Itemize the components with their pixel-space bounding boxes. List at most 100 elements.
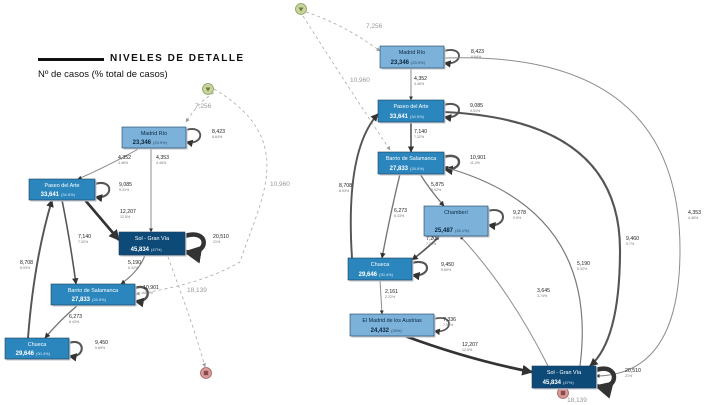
edge-count-label: 12,207 (120, 209, 136, 215)
node-percent: (30.4%) (36, 351, 51, 356)
node-paseo-del-arte[interactable]: Paseo del Arte 33,641(34.5%) (377, 99, 446, 124)
edge-count-label: 9,085 (470, 103, 483, 109)
edge-count-label: 7,256 (366, 23, 383, 30)
node-box[interactable] (118, 231, 186, 256)
edge-count-label: 3,645 (537, 288, 550, 294)
node-name: Paseo del Arte (393, 104, 428, 110)
node-percent: (26.1%) (455, 228, 470, 233)
edge-percent-label: 7.32% (78, 240, 89, 244)
edge-percent-label: 5.32% (128, 266, 139, 270)
node-box[interactable] (121, 126, 187, 149)
start-icon (298, 7, 304, 12)
node-count: 27,833 (390, 166, 409, 172)
legend-subtitle: Nº de casos (% total de casos) (38, 69, 168, 80)
node-box[interactable] (377, 99, 445, 123)
edge-count-label: 8,423 (471, 49, 484, 55)
node-percent: (25%) (391, 328, 402, 333)
start-icon (205, 87, 211, 92)
edge-start-to-barrio-de-salamanca (302, 15, 391, 151)
node-count: 33,641 (390, 114, 409, 120)
edge-percent-label: 12.5% (120, 215, 131, 219)
edge-count-label: 5,190 (128, 260, 141, 266)
edge-madrid-rio-to-paseo-del-arte (77, 147, 141, 180)
node-percent: (34.5%) (410, 114, 425, 119)
edge-percent-label: 3.74% (537, 294, 548, 298)
node-name: Barrio de Salamanca (68, 288, 118, 294)
node-box[interactable] (531, 365, 597, 389)
edge-chueca-to-paseo-del-arte (27, 199, 54, 339)
edge-el-madrid-de-los-austrias-to-sol-gran-via (404, 334, 534, 376)
edge-percent-label: 21% (213, 240, 221, 244)
edge-percent-label: 2.22% (385, 295, 396, 299)
edge-count-label: 6,273 (394, 208, 407, 214)
node-box[interactable] (28, 178, 96, 201)
edge-count-label: 10,901 (470, 155, 486, 161)
node-box[interactable] (347, 257, 413, 281)
node-name: Sol - Gran Vía (547, 370, 581, 376)
node-percent: (28.5%) (410, 166, 425, 171)
edge-percent-label: 11.2% (143, 291, 154, 295)
node-count: 33,641 (41, 192, 60, 198)
edge-start-to-madrid-rio (305, 11, 381, 52)
edge-madrid-rio-to-madrid-rio (443, 48, 460, 68)
node-name: Madrid Río (399, 50, 425, 56)
node-count: 24,432 (371, 328, 390, 334)
edge-percent-label: 6.43% (394, 214, 405, 218)
edge-barrio-de-salamanca-to-barrio-de-salamanca (134, 285, 149, 308)
edge-paseo-del-arte-to-sol-gran-via (83, 199, 121, 241)
edge-percent-label: 4.46% (688, 216, 699, 220)
edge-count-label: 5,875 (431, 182, 444, 188)
edge-count-label: 9,450 (441, 262, 454, 268)
edge-percent-label: 9.31% (119, 188, 130, 192)
edge-percent-label: 7.39% (426, 242, 437, 246)
edge-percent-label: 4.46% (118, 161, 129, 165)
node-box[interactable] (379, 45, 445, 69)
edge-count-label: 20,510 (625, 368, 641, 374)
edge-count-label: 12,207 (462, 342, 478, 348)
node-box[interactable] (423, 205, 489, 237)
edge-count-label: 8,708 (20, 260, 33, 266)
edge-chueca-to-chueca (411, 260, 429, 281)
legend-title: NIVELES DE DETALLE (110, 53, 245, 64)
node-box[interactable] (349, 313, 435, 337)
node-count: 29,646 (16, 351, 35, 357)
edge-percent-label: 8.64% (471, 55, 482, 59)
edge-count-label: 8,708 (339, 183, 352, 189)
edge-count-label: 10,960 (270, 181, 290, 188)
edge-sol-gran-via-to-end (167, 256, 206, 368)
edge-count-label: 4,353 (688, 210, 701, 216)
node-count: 45,834 (131, 247, 150, 253)
edge-madrid-rio-to-sol-gran-via (443, 57, 681, 378)
node-name: Chamberí (444, 210, 468, 216)
edge-percent-label: 9.69% (95, 346, 106, 350)
node-name: Sol - Gran Vía (135, 236, 169, 242)
edge-percent-label: 12.5% (462, 348, 473, 352)
edge-percent-label: 8.93% (339, 189, 350, 193)
edge-chamberi-to-chueca (411, 235, 441, 261)
edge-percent-label: 9.31% (470, 109, 481, 113)
edge-paseo-del-arte-to-barrio-de-salamanca (61, 199, 79, 285)
node-name: Paseo del Arte (44, 183, 79, 189)
node-box[interactable] (4, 337, 70, 360)
edge-sol-gran-via-to-chamberi (459, 235, 549, 367)
edge-percent-label: 9.7% (626, 242, 635, 246)
edge-el-madrid-de-los-austrias-to-el-madrid-de-los-austrias (433, 317, 450, 336)
node-percent: (23.9%) (153, 140, 168, 145)
node-count: 23,346 (391, 60, 410, 66)
edge-percent-label: 5.32% (577, 267, 588, 271)
node-box[interactable] (50, 283, 136, 306)
edge-sol-gran-via-to-barrio-de-salamanca (443, 165, 583, 367)
edge-count-label: 9,085 (119, 182, 132, 188)
node-box[interactable] (377, 151, 445, 175)
